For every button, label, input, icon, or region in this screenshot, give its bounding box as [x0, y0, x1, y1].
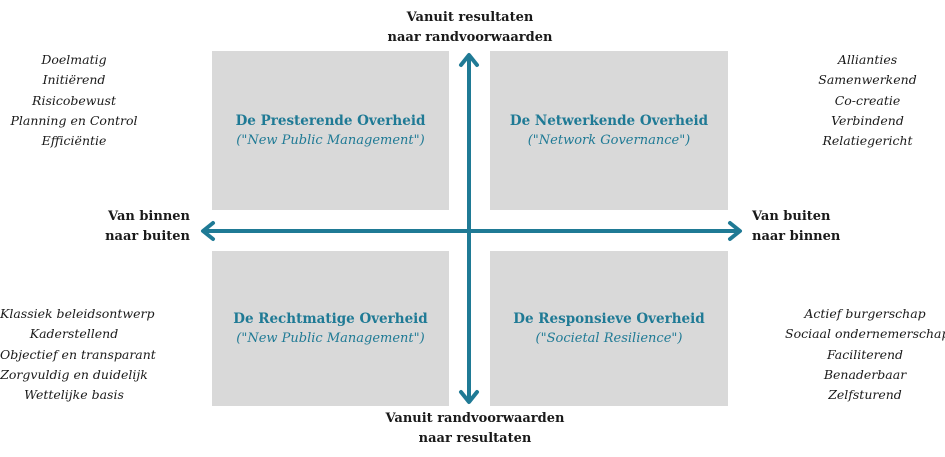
- axis-label-right: Van buiten naar binnen: [752, 207, 872, 247]
- trait-item: Benaderbaar: [823, 366, 907, 382]
- trait-item: Faciliterend: [826, 346, 904, 362]
- axis-label-line: Van buiten: [752, 209, 831, 224]
- trait-list-top-right: Allianties Samenwerkend Co-creatie Verbi…: [790, 50, 945, 151]
- quadrant-title: De Rechtmatige Overheid: [233, 310, 428, 327]
- axis-label-line: Vanuit resultaten: [406, 10, 534, 25]
- trait-item: Planning en Control: [10, 112, 138, 128]
- quadrant-subtitle: ("New Public Management"): [236, 132, 425, 148]
- quadrant-subtitle: ("New Public Management"): [236, 330, 425, 346]
- trait-item: Klassiek beleidsontwerp: [0, 306, 155, 321]
- trait-item: Relatiegericht: [822, 133, 913, 149]
- arrowhead-left: [201, 221, 215, 241]
- trait-item: Objectief en transparant: [0, 346, 156, 362]
- trait-item: Zorgvuldig en duidelijk: [0, 366, 148, 382]
- axis-label-top: Vanuit resultaten naar randvoorwaarden: [370, 8, 570, 48]
- trait-item: Sociaal ondernemerschap: [785, 326, 945, 342]
- quadrant-title: De Presterende Overheid: [235, 112, 426, 129]
- quadrant-netwerkende-overheid: De Netwerkende Overheid ("Network Govern…: [490, 51, 728, 210]
- quadrant-rechtmatige-overheid: De Rechtmatige Overheid ("New Public Man…: [212, 251, 449, 406]
- quadrant-subtitle: ("Network Governance"): [527, 132, 691, 148]
- trait-item: Zelfsturend: [828, 387, 902, 403]
- quadrant-responsieve-overheid: De Responsieve Overheid ("Societal Resil…: [490, 251, 728, 406]
- axis-label-line: naar binnen: [752, 229, 841, 244]
- axis-label-line: naar resultaten: [418, 431, 532, 446]
- trait-list-bottom-left: Klassiek beleidsontwerp Kaderstellend Ob…: [0, 304, 156, 405]
- axis-label-bottom: Vanuit randvoorwaarden naar resultaten: [360, 409, 590, 449]
- axis-label-line: naar buiten: [105, 229, 190, 244]
- trait-item: Doelmatig: [41, 52, 107, 67]
- trait-item: Co-creatie: [834, 92, 901, 108]
- trait-item: Initiërend: [42, 72, 106, 88]
- quadrant-subtitle: ("Societal Resilience"): [535, 330, 683, 346]
- quadrant-presterende-overheid: De Presterende Overheid ("New Public Man…: [212, 51, 449, 210]
- trait-item: Samenwerkend: [818, 72, 917, 88]
- quadrant-title: De Netwerkende Overheid: [509, 112, 709, 129]
- trait-item: Kaderstellend: [29, 326, 119, 342]
- quadrant-title: De Responsieve Overheid: [513, 310, 705, 327]
- axis-label-line: Vanuit randvoorwaarden: [385, 411, 565, 426]
- arrowhead-down: [459, 390, 479, 404]
- trait-item: Actief burgerschap: [804, 306, 926, 321]
- axis-label-line: Van binnen: [108, 209, 190, 224]
- trait-item: Wettelijke basis: [24, 387, 124, 403]
- axis-label-left: Van binnen naar buiten: [90, 207, 190, 247]
- trait-item: Efficiëntie: [41, 133, 107, 149]
- trait-item: Verbindend: [831, 112, 904, 128]
- arrowhead-right: [728, 221, 742, 241]
- trait-item: Risicobewust: [32, 92, 116, 108]
- axis-label-line: naar randvoorwaarden: [387, 30, 553, 45]
- arrowhead-up: [459, 53, 479, 67]
- trait-list-bottom-right: Actief burgerschap Sociaal ondernemersch…: [785, 304, 945, 405]
- trait-item: Allianties: [837, 52, 898, 67]
- trait-list-top-left: Doelmatig Initiërend Risicobewust Planni…: [0, 50, 148, 151]
